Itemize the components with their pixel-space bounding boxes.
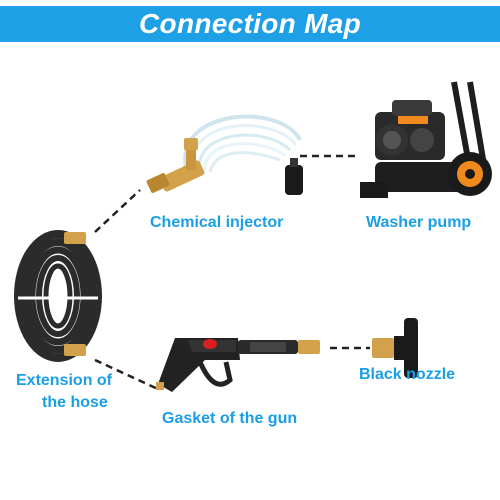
label-black-nozzle: Black nozzle bbox=[359, 366, 456, 383]
connector-lines bbox=[94, 154, 370, 392]
label-extension-of-hose-line2: the hose bbox=[42, 394, 108, 411]
label-chemical-injector: Chemical injector bbox=[150, 214, 284, 231]
chemical-injector-icon bbox=[146, 114, 303, 195]
pressure-washer-pump-icon bbox=[360, 81, 492, 198]
black-nozzle-icon bbox=[372, 318, 418, 378]
label-extension-of-hose-line1: Extension of bbox=[16, 372, 113, 389]
label-washer-pump: Washer pump bbox=[366, 214, 472, 231]
spray-gun-icon bbox=[156, 338, 320, 392]
title-banner-bar bbox=[0, 6, 500, 42]
label-gasket-of-gun: Gasket of the gun bbox=[162, 410, 298, 427]
coiled-hose-icon bbox=[14, 230, 102, 362]
title-banner: Connection Map bbox=[0, 0, 500, 50]
page-title: Connection Map bbox=[139, 8, 361, 39]
connector-hose-injector bbox=[94, 189, 141, 233]
